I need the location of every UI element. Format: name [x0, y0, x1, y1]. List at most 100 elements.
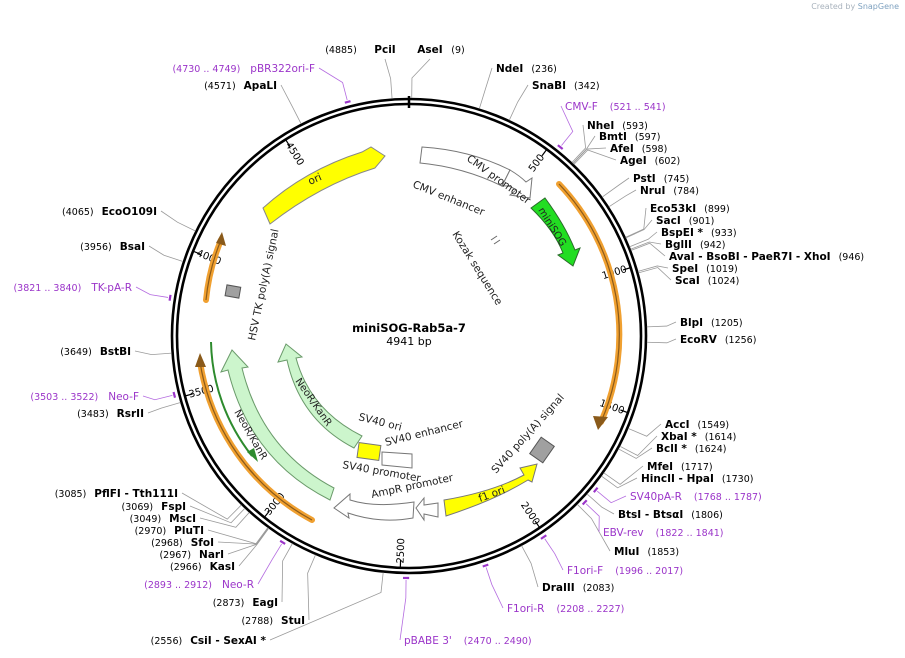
primer-leader — [544, 538, 564, 571]
feature-hsv-tk-polya — [224, 284, 242, 299]
primer-leader — [585, 503, 600, 533]
orf-arc-minisog-rab5a-inner — [558, 183, 620, 423]
enzyme-leader — [217, 527, 269, 545]
label-neor-kanr-1: NeoR/KanR — [293, 376, 334, 428]
primer-label: Neo-R — [222, 579, 254, 591]
enzyme-position: (3069) — [122, 502, 154, 513]
snapgene-credit: Created by SnapGene — [811, 2, 899, 11]
enzyme-leader — [134, 350, 172, 356]
tick-label: 500 — [527, 152, 547, 174]
enzyme-leader — [618, 447, 653, 459]
tick-mark — [620, 409, 629, 414]
enzyme-position: (236) — [531, 64, 557, 75]
enzyme-leader — [521, 545, 539, 588]
enzyme-label: PstI — [633, 173, 656, 185]
primer-label: EBV-rev — [603, 527, 644, 539]
enzyme-position: (933) — [711, 228, 737, 239]
enzyme-label: MluI — [614, 546, 639, 558]
enzyme-leader — [571, 124, 587, 163]
primer-range: (2208 .. 2227) — [556, 604, 624, 615]
enzyme-leader — [281, 543, 293, 603]
primer-leader — [135, 286, 169, 298]
primer-range: (521 .. 541) — [610, 102, 666, 113]
orf-arrowhead-2 — [195, 353, 206, 367]
enzyme-label: SfoI — [191, 537, 214, 549]
enzyme-leader — [411, 58, 431, 99]
enzyme-leader — [478, 67, 493, 109]
enzyme-leader — [307, 554, 316, 621]
feature-sv40-promoter — [333, 492, 415, 521]
enzyme-position: (593) — [622, 121, 648, 132]
enzyme-leader — [576, 504, 611, 552]
enzyme-leader — [625, 219, 653, 239]
primer-leader — [485, 567, 504, 609]
label-ori: ori — [306, 171, 323, 188]
label-hsv-tk-polya: HSV TK poly(A) signal — [246, 228, 281, 342]
plasmid-name: miniSOG-Rab5a-7 — [352, 321, 466, 335]
enzyme-position: (745) — [664, 174, 690, 185]
enzyme-leader — [638, 267, 672, 281]
enzyme-leader — [199, 512, 250, 528]
enzyme-label: DraIII — [542, 582, 575, 594]
tick-label: 4500 — [283, 140, 306, 167]
primer-mark — [279, 539, 286, 545]
primer-range: (1996 .. 2017) — [615, 566, 683, 577]
enzyme-leader — [572, 147, 607, 164]
primer-range: (3503 .. 3522) — [30, 392, 98, 403]
orf-arc-neor-inner — [199, 361, 313, 521]
enzyme-position: (598) — [642, 144, 668, 155]
enzyme-position: (597) — [635, 132, 661, 143]
enzyme-label: XbaI * — [661, 431, 697, 443]
enzyme-label: EcoRV — [680, 334, 718, 346]
credit-brand: SnapGene — [857, 2, 899, 11]
enzyme-label: BstBI — [100, 346, 131, 358]
enzyme-leader — [608, 189, 637, 208]
tick-mark — [541, 148, 548, 157]
tick-mark — [184, 393, 193, 397]
enzyme-position: (1024) — [708, 276, 740, 287]
enzyme-position: (1256) — [725, 335, 757, 346]
feature-kozak-2 — [493, 239, 501, 245]
enzyme-label: AseI — [417, 44, 442, 56]
enzyme-position: (1614) — [705, 432, 737, 443]
enzyme-leader — [508, 84, 529, 121]
enzyme-leader — [189, 505, 246, 524]
enzyme-position: (3085) — [55, 489, 87, 500]
enzyme-leader — [646, 321, 677, 328]
label-sv40-polya: SV40 poly(A) signal — [489, 392, 567, 476]
primer-label: pBABE 3' — [404, 635, 452, 647]
enzyme-leader — [269, 572, 384, 641]
enzyme-position: (2083) — [583, 583, 615, 594]
enzyme-label: BspEI * — [661, 227, 704, 239]
enzyme-label: AgeI — [620, 155, 647, 167]
enzyme-label: BlpI — [680, 317, 703, 329]
primer-leader — [596, 490, 627, 504]
enzyme-leader — [628, 423, 662, 437]
enzyme-position: (942) — [700, 240, 726, 251]
primer-range: (1822 .. 1841) — [656, 528, 724, 539]
tick-mark — [192, 250, 201, 255]
enzyme-label: FspI — [161, 501, 186, 513]
primer-mark — [581, 499, 588, 506]
primer-range: (1768 .. 1787) — [694, 492, 762, 503]
enzyme-leader — [603, 465, 644, 485]
enzyme-label: BclI * — [656, 443, 687, 455]
enzyme-leader — [148, 245, 184, 262]
enzyme-position: (1853) — [647, 547, 679, 558]
enzyme-label: RsrII — [117, 408, 144, 420]
enzyme-label: SacI — [656, 215, 681, 227]
enzyme-position: (9) — [451, 45, 464, 56]
feature-cmv-promoter — [501, 169, 533, 199]
orf-arrowhead-1 — [593, 416, 608, 430]
primer-label: TK-pA-R — [90, 282, 132, 294]
orf-arrowhead-3 — [216, 232, 226, 246]
enzyme-leader — [637, 265, 669, 272]
primer-leader — [318, 67, 348, 101]
primer-leader — [560, 105, 574, 146]
enzyme-leader — [629, 231, 658, 248]
enzyme-label: CsiI - SexAI * — [190, 635, 266, 647]
enzyme-position: (2967) — [159, 550, 191, 561]
label-f1-ori: f1 ori — [477, 484, 507, 505]
enzyme-position: (946) — [839, 252, 865, 263]
enzyme-leader — [280, 84, 302, 125]
